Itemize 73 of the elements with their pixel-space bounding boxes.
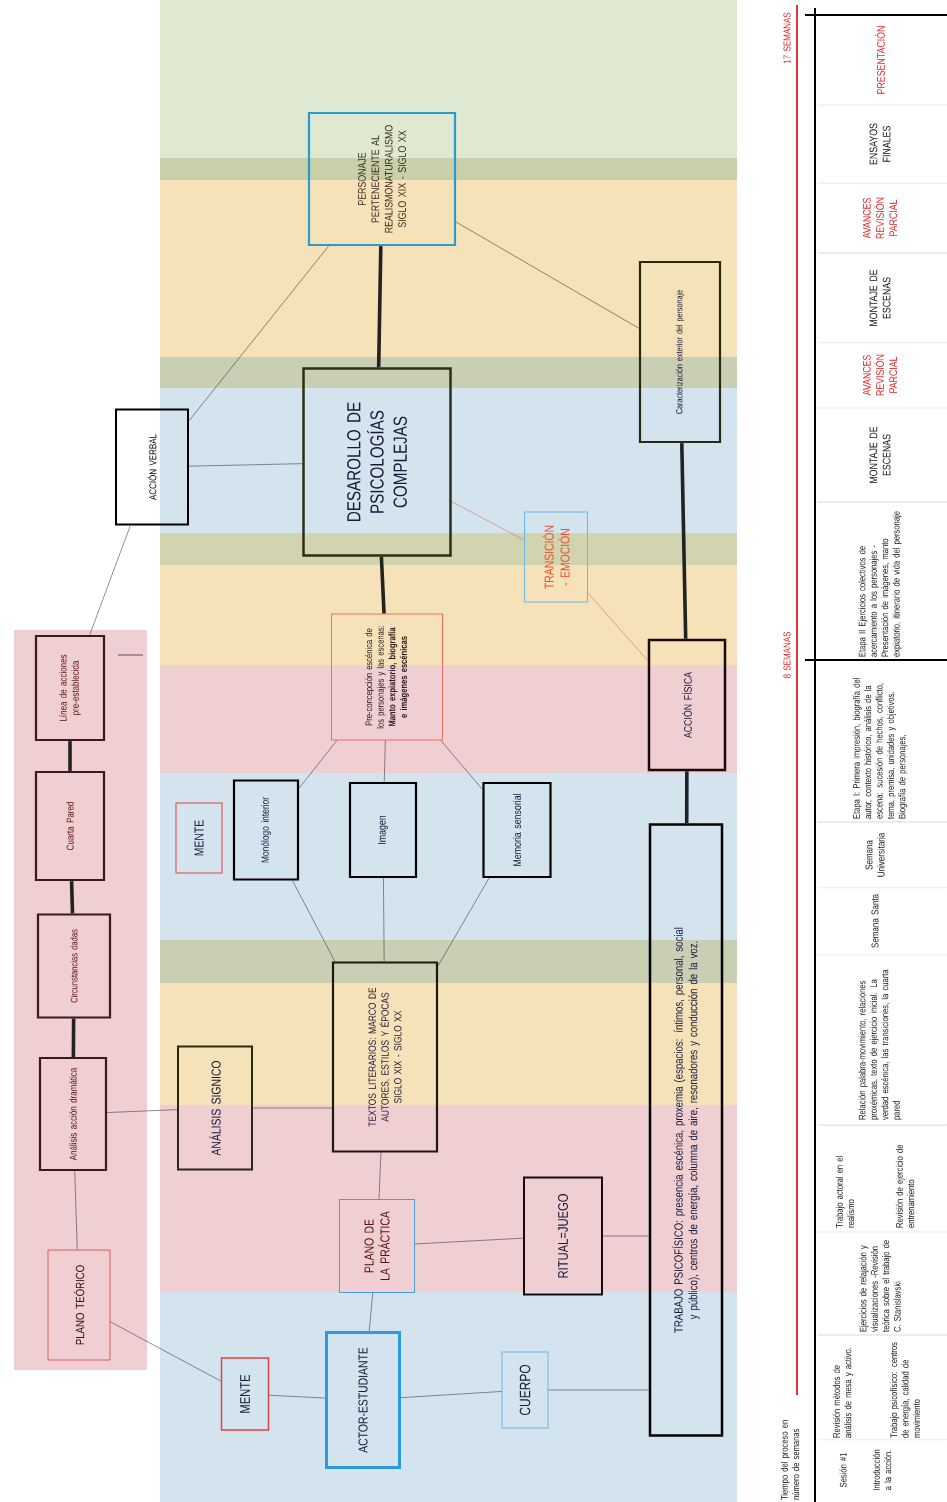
schedule-entry: Etapa I: Primera impresión, biografía del autor, contexto histórico, análisis de la escena: sucesión de hechos, conflicto, tema, premisa, unidades y objetivos. Biografía de personajes, bbox=[852, 678, 908, 819]
schedule-entry: Revisión métodos de análisis de mesa y activo. bbox=[832, 1347, 854, 1438]
connector-line bbox=[69, 881, 75, 914]
concept-box: MENTE bbox=[220, 1357, 270, 1431]
concept-box: TRABAJO PSICOFÍSICO: presencia escénica, proxemia (espacios: íntimos, personal, social y público), centros de energía, columna de aire, resonadores y conducción de la voz. bbox=[648, 823, 724, 1437]
schedule-entry: Trabajo psicofísico: centros de energía, calidad de movimiento bbox=[890, 1342, 920, 1438]
schedule-entry: Ejercicios de relajación y visualizaciones -Revisión teórica sobre el trabajo de C. Stanislavski bbox=[859, 1240, 901, 1332]
connector-line bbox=[587, 592, 648, 661]
connector-line bbox=[369, 1292, 373, 1332]
concept-box: PERSONAJE PERTENECIENTE AL REALISMONATURALISMO SIGLO XIX - SIGLO XX bbox=[307, 111, 457, 247]
connector-line bbox=[437, 877, 490, 967]
concept-box: DESAROLLO DE PSICOLOGÍAS COMPLEJAS bbox=[302, 367, 452, 557]
schedule-entry: AVANCES REVISIÓN PARCIAL bbox=[862, 197, 898, 239]
connector-line bbox=[384, 740, 386, 783]
concept-box: Cuarta Pared bbox=[34, 770, 106, 882]
connector-line bbox=[252, 1107, 333, 1109]
connector-line bbox=[188, 463, 303, 467]
connector-line bbox=[379, 556, 386, 614]
connector-line bbox=[400, 1391, 502, 1398]
connector-line bbox=[110, 1321, 221, 1382]
connector-line bbox=[292, 880, 336, 962]
connector-line bbox=[71, 1018, 76, 1057]
concept-box: TEXTOS LITERARIOS: MARCO DE AUTORES, ESTILOS Y ÉPOCAS SIGLO XIX - SIGLO XX bbox=[331, 961, 439, 1153]
connector-line bbox=[440, 740, 483, 790]
week-marker: 17 SEMANAS bbox=[783, 12, 791, 64]
connector-line bbox=[680, 443, 688, 639]
concept-box: RITUAL=JUEGO bbox=[523, 1176, 603, 1296]
connector-line bbox=[89, 525, 131, 636]
concept-box: Monólogo interior bbox=[232, 779, 300, 881]
concept-box: Línea de acciones pre-establecida bbox=[34, 634, 106, 742]
concept-box: MENTE bbox=[175, 802, 223, 874]
concept-box: PLANO DE LA PRÁCTICA bbox=[339, 1199, 415, 1293]
concept-box: CUERPO bbox=[501, 1351, 549, 1429]
connector-line bbox=[414, 1237, 524, 1245]
concept-box: ANÁLISIS SIGNICO bbox=[177, 1045, 253, 1171]
schedule-entry: MONTAJE DE ESCENAS bbox=[869, 269, 891, 326]
connector-line bbox=[548, 1389, 649, 1391]
connector-line bbox=[383, 877, 385, 962]
connector-line bbox=[378, 1152, 382, 1200]
concept-box: ACCIÓN FÍSICA bbox=[647, 638, 727, 772]
connector-line bbox=[68, 741, 72, 771]
schedule-entry: Etapa II Ejercicios colectivos de acercamiento a los personajes -Presentación de imágenes, manto expiatorio, itinerario de vida del personaje bbox=[858, 511, 902, 657]
concept-box: PLANO TEÓRICO bbox=[47, 1249, 111, 1361]
concept-box: Circunstancias dadas bbox=[36, 913, 112, 1019]
schedule-entry: ENSAYOS FINALES bbox=[869, 123, 891, 165]
connector-line bbox=[602, 1235, 649, 1237]
connector-line bbox=[269, 1395, 326, 1399]
connector-line bbox=[74, 1170, 78, 1250]
concept-box: Imagen bbox=[348, 781, 418, 879]
connector-line bbox=[684, 771, 689, 824]
connector-line bbox=[188, 245, 329, 421]
schedule-entry: PRESENTACIÓN bbox=[875, 26, 885, 94]
connector-line bbox=[298, 740, 338, 789]
connector-line bbox=[455, 221, 640, 329]
concept-box: ACCIÓN VERBAL bbox=[115, 408, 189, 526]
concept-box: Memoria sensorial bbox=[482, 781, 552, 879]
concept-box: TRANSICIÓN - EMOCIÓN bbox=[524, 511, 588, 603]
schedule-entry: Revisión de ejercicio de entrenamiento bbox=[895, 1144, 915, 1228]
axis-title: Tiempo del proceso en número de semanas bbox=[780, 1420, 800, 1500]
concept-box: Análisis acción dramática bbox=[38, 1056, 108, 1172]
concept-box: Pre-concepción escénica de los personajes y las escenas: Manto expiatorio, biografía e imágenes escénicas bbox=[331, 613, 443, 741]
week-marker: 8 SEMANAS bbox=[783, 631, 791, 679]
schedule-entry: Trabajo actoral en el realismo bbox=[835, 1156, 855, 1228]
schedule-entry: Introducción a la acción. bbox=[872, 1449, 892, 1490]
concept-box: ACTOR-ESTUDIANTE bbox=[325, 1331, 401, 1469]
schedule-entry: Semana Santa bbox=[871, 894, 879, 948]
schedule-entry: Sesión #1 bbox=[839, 1452, 847, 1488]
connector-line bbox=[106, 1109, 178, 1113]
schedule-entry: Semana Universitaria bbox=[865, 832, 885, 877]
concept-box: Caracterización exterior del personaje bbox=[638, 260, 722, 444]
schedule-entry: AVANCES REVISIÓN PARCIAL bbox=[862, 354, 898, 396]
schedule-entry: MONTAJE DE ESCENAS bbox=[869, 426, 891, 483]
connector-line bbox=[376, 246, 383, 368]
